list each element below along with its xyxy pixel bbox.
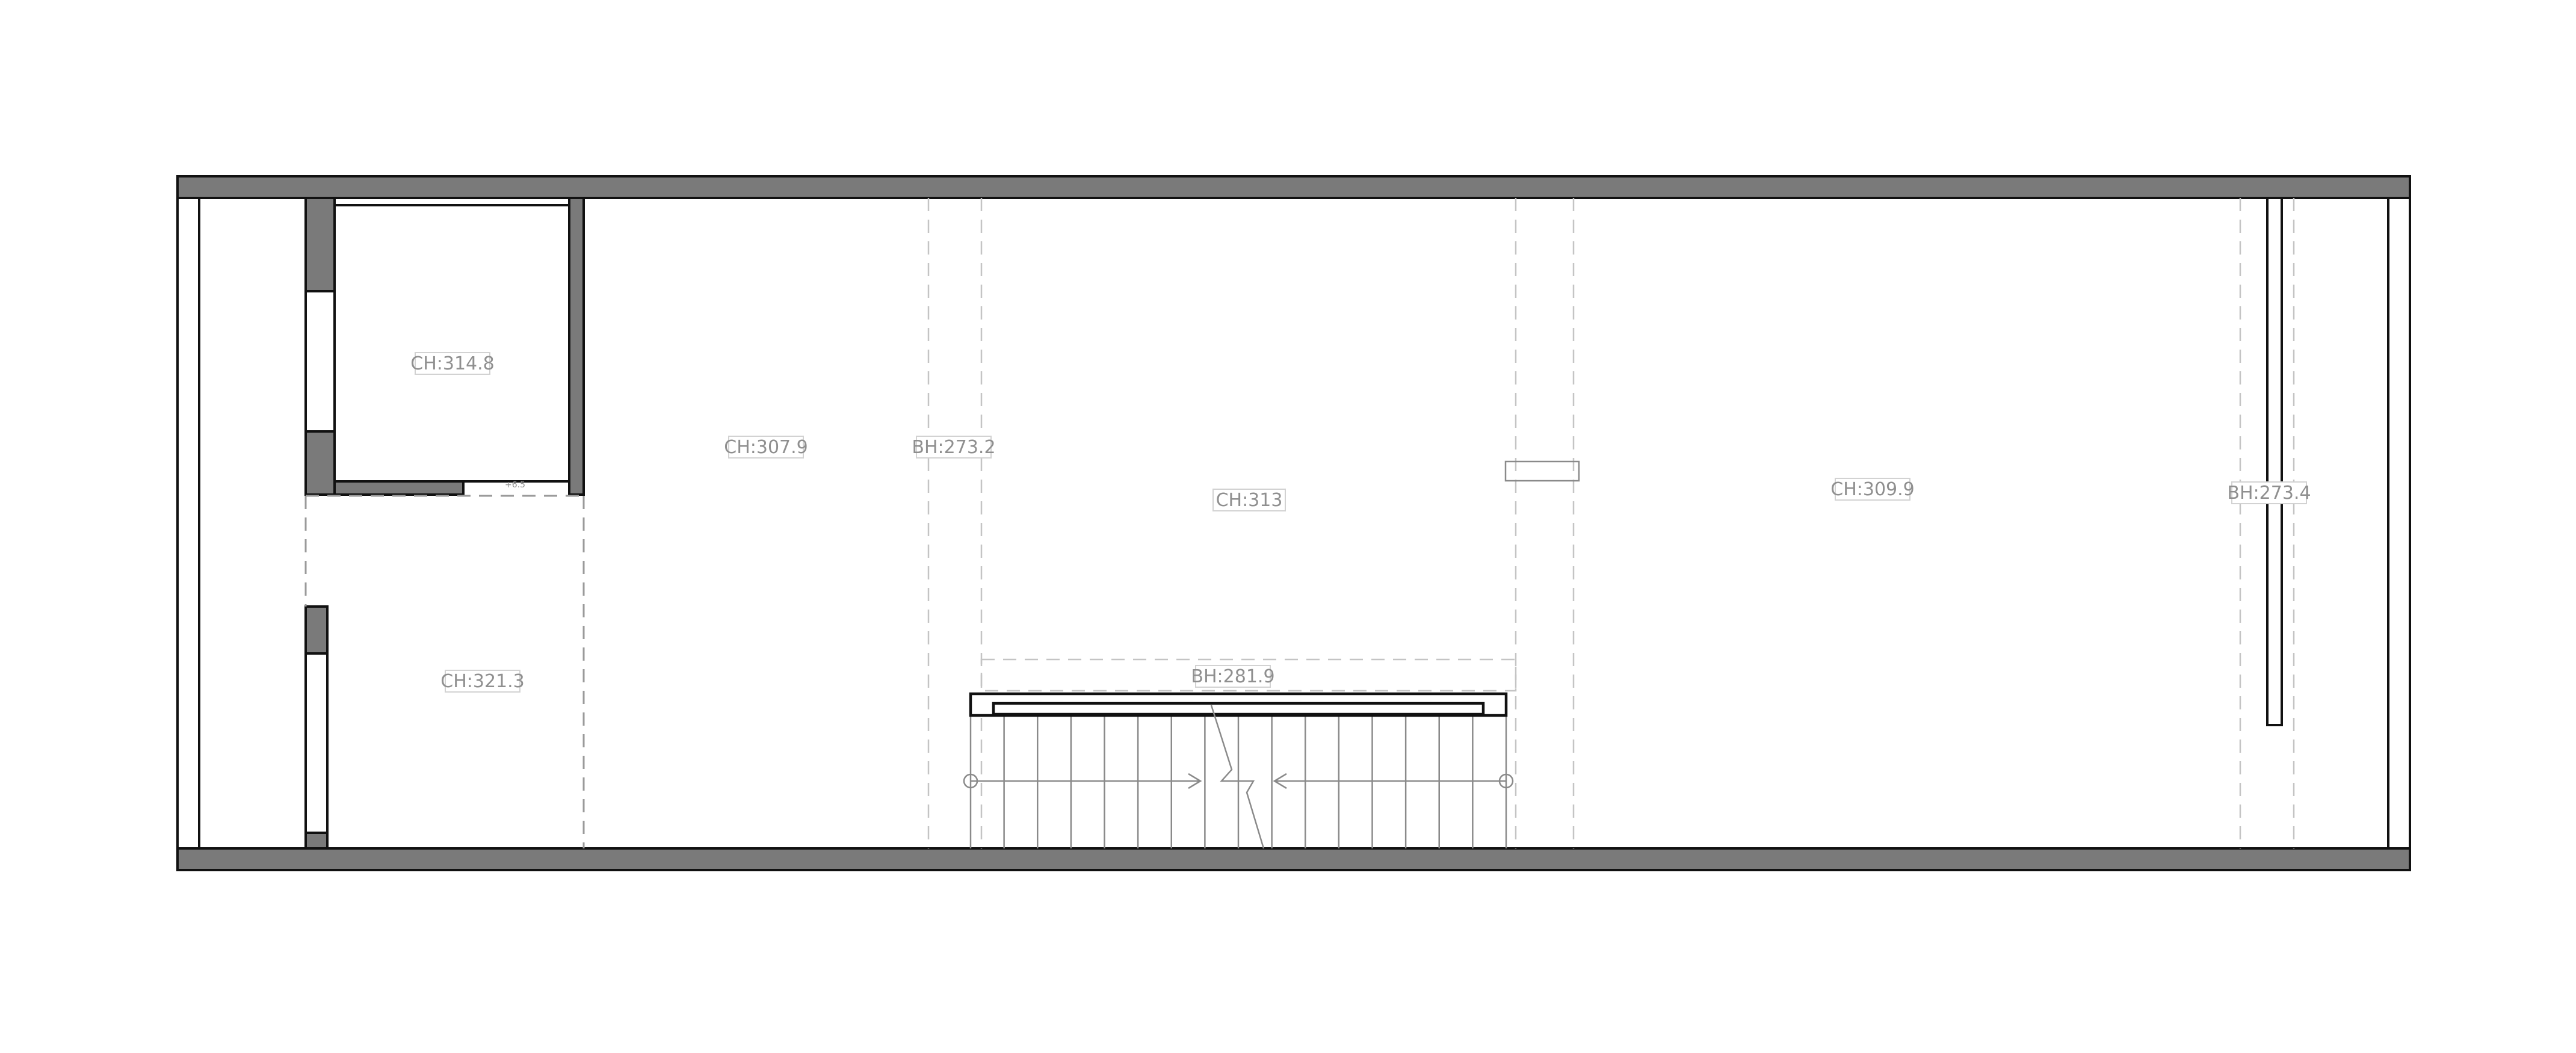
stair-arrow-right-head	[1273, 773, 1287, 789]
label-box-ceiling-d	[1835, 478, 1910, 501]
label-box-beam-c	[1195, 665, 1271, 688]
stair-break-line	[1210, 705, 1265, 849]
label-box-ceiling-e	[445, 670, 520, 693]
right-wall	[2387, 197, 2411, 850]
label-ceiling-d: CH:309.9	[1830, 479, 1915, 500]
label-box-ceiling-c	[1212, 489, 1286, 511]
window-left-lower	[304, 652, 329, 834]
lower-wall-foot	[304, 832, 329, 850]
stair-beam-outline	[980, 658, 1517, 692]
label-box-ceiling-a	[415, 352, 490, 375]
label-beam-c: BH:281.9	[1191, 666, 1274, 687]
top-wall	[176, 175, 2411, 199]
label-box-ceiling-b	[728, 436, 804, 459]
label-ceiling-c: CH:313	[1216, 490, 1283, 511]
label-box-beam-a	[916, 436, 992, 459]
column-marker	[1504, 460, 1580, 482]
label-ceiling-e: CH:321.3	[440, 671, 525, 692]
label-beam-a: BH:273.2	[912, 437, 995, 458]
label-ceiling-a: CH:314.8	[410, 353, 495, 374]
room-wall-bottom	[333, 480, 465, 496]
stair-start-marker-right	[1498, 773, 1514, 789]
label-ceiling-b: CH:307.9	[724, 437, 808, 458]
label-small-note: +6.5	[505, 480, 525, 490]
stair-treads	[969, 715, 1507, 848]
room-wall-left-upper	[304, 197, 336, 292]
label-beam-b: BH:273.4	[2227, 483, 2311, 504]
room-wall-right	[568, 197, 585, 496]
room-inner-outline	[333, 204, 570, 483]
label-box-beam-b	[2231, 481, 2307, 504]
room-wall-left-lower	[304, 430, 336, 496]
right-partition	[2266, 197, 2283, 726]
bottom-wall	[176, 847, 2411, 871]
left-wall	[176, 197, 200, 850]
lower-wall-stub	[304, 605, 329, 655]
stair-arrow-left-head	[1188, 773, 1202, 789]
stair-handrail-inner	[992, 702, 1485, 716]
stair-start-marker-left	[963, 773, 978, 789]
window-left-upper	[304, 290, 336, 433]
